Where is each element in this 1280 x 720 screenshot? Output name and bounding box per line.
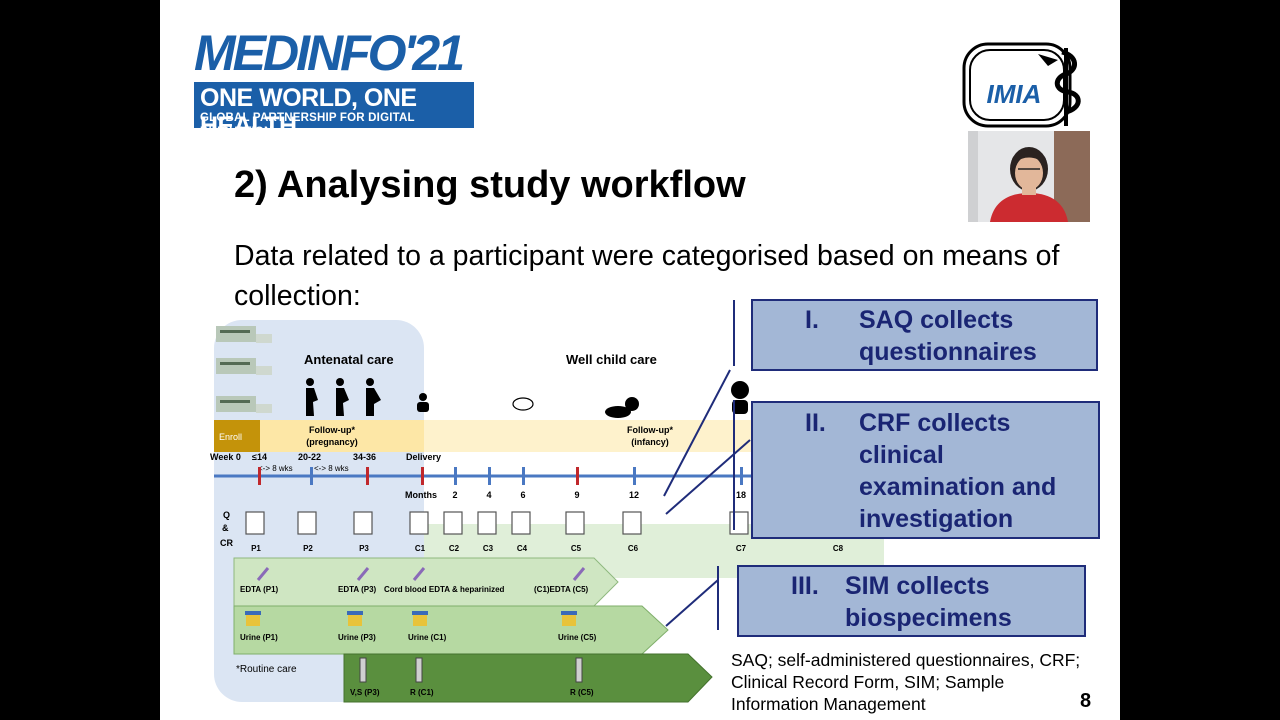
week-label: ≤14 xyxy=(252,452,267,462)
callout-text: questionnaires xyxy=(859,338,1037,366)
urine-label: Urine (P1) xyxy=(240,633,278,642)
logo-subtagline: GLOBAL PARTNERSHIP FOR DIGITAL INNOVATIO… xyxy=(200,112,415,138)
enroll-band xyxy=(214,420,260,452)
callout-pointer-lines xyxy=(663,300,751,630)
month-label: 2 xyxy=(452,490,457,500)
visit-label: P2 xyxy=(303,544,313,553)
medinfo-logo-title: MEDINFO'21 xyxy=(194,25,465,81)
visit-label: P1 xyxy=(251,544,261,553)
blood-label: EDTA (P1) xyxy=(240,585,279,594)
blood-label: Cord blood EDTA & heparinized xyxy=(384,585,505,594)
month-label: 4 xyxy=(486,490,491,500)
callout-sim: III. SIM collects biospecimens xyxy=(737,565,1086,637)
logo-tagline: ONE WORLD, ONE HEALTH xyxy=(200,84,417,140)
blood-labels: EDTA (P1) EDTA (P3) Cord blood EDTA & he… xyxy=(240,585,589,594)
urine-label: Urine (C1) xyxy=(408,633,447,642)
pregnant-woman-icon xyxy=(306,378,381,416)
visit-label: C6 xyxy=(628,544,639,553)
visit-label: C4 xyxy=(517,544,528,553)
week-label: 20-22 xyxy=(298,452,321,462)
month-label: 12 xyxy=(629,490,639,500)
svg-text:&: & xyxy=(222,523,229,533)
svg-text:CR: CR xyxy=(220,538,233,548)
week-labels: Week 0 ≤14 20-22 34-36 Delivery <-> 8 wk… xyxy=(210,452,441,473)
week-label: Week 0 xyxy=(210,452,241,462)
followup-infancy-label-2: (infancy) xyxy=(631,437,669,447)
followup-infancy-label-1: Follow-up* xyxy=(627,425,673,435)
medinfo-logo-band: ONE WORLD, ONE HEALTH GLOBAL PARTNERSHIP… xyxy=(194,82,474,140)
callout-number: III. xyxy=(791,572,819,600)
hospital-icon xyxy=(216,326,272,413)
baby-icon xyxy=(417,381,749,418)
routine-care-note: *Routine care xyxy=(236,664,297,675)
abbreviations-footnote: SAQ; self-administered questionnaires, C… xyxy=(731,650,1081,714)
visit-label: C8 xyxy=(833,544,844,553)
swab-label: V,S (P3) xyxy=(350,688,380,697)
callout-text: CRF collects xyxy=(859,409,1011,437)
month-label: 9 xyxy=(574,490,579,500)
urine-label: Urine (C5) xyxy=(558,633,597,642)
urine-cup-icon xyxy=(245,611,577,626)
week-label: 34-36 xyxy=(353,452,376,462)
callout-text: investigation xyxy=(859,505,1014,533)
callout-text: examination and xyxy=(859,473,1057,501)
blood-tube-icon xyxy=(256,567,586,581)
callout-text: biospecimens xyxy=(845,604,1012,632)
interval-label: <-> 8 wks xyxy=(258,464,293,473)
callout-crf: II. CRF collects clinical examination an… xyxy=(751,401,1100,539)
qcr-label: Q & CR xyxy=(220,510,233,548)
callout-text: SAQ collects xyxy=(859,306,1014,334)
visit-label: C7 xyxy=(736,544,747,553)
swab-labels: V,S (P3) R (C1) R (C5) xyxy=(350,688,594,697)
month-label: 18 xyxy=(736,490,746,500)
presenter-avatar xyxy=(968,131,1090,222)
visit-label: P3 xyxy=(359,544,369,553)
blood-label: EDTA (P3) xyxy=(338,585,377,594)
swab-label: R (C5) xyxy=(570,688,594,697)
slide-page-number: 8 xyxy=(1080,690,1092,712)
enroll-label: Enroll xyxy=(219,432,242,442)
week-label: Delivery xyxy=(406,452,441,462)
slide-title: 2) Analysing study workflow xyxy=(234,164,746,206)
swab-tube-icon xyxy=(359,657,583,683)
swab-label: R (C1) xyxy=(410,688,434,697)
visit-label: C3 xyxy=(483,544,494,553)
imia-logo: IMIA xyxy=(962,42,1081,128)
callout-text: clinical xyxy=(859,441,944,469)
urine-labels: Urine (P1) Urine (P3) Urine (C1) Urine (… xyxy=(240,633,597,642)
urine-sample-arrow xyxy=(233,605,669,655)
blood-label: (C1)EDTA (C5) xyxy=(534,585,589,594)
urine-label: Urine (P3) xyxy=(338,633,376,642)
visit-label: C2 xyxy=(449,544,460,553)
slide-body-text: Data related to a participant were categ… xyxy=(234,240,1060,312)
months-label: Months xyxy=(405,490,437,500)
visit-label: C1 xyxy=(415,544,426,553)
well-child-care-label: Well child care xyxy=(566,352,657,367)
antenatal-care-label: Antenatal care xyxy=(304,352,394,367)
blood-sample-arrow xyxy=(233,557,619,607)
visit-label: C5 xyxy=(571,544,582,553)
presentation-slide: MEDINFO'21 ONE WORLD, ONE HEALTH GLOBAL … xyxy=(160,0,1120,720)
month-label: 6 xyxy=(520,490,525,500)
swab-sample-arrow xyxy=(343,653,713,703)
interval-label: <-> 8 wks xyxy=(314,464,349,473)
callout-number: I. xyxy=(805,306,819,334)
svg-text:Q: Q xyxy=(223,510,230,520)
imia-logo-text: IMIA xyxy=(987,79,1042,109)
followup-pregnancy-label-1: Follow-up* xyxy=(309,425,355,435)
callout-text: SIM collects xyxy=(845,572,990,600)
callout-saq: I. SAQ collects questionnaires xyxy=(751,299,1098,371)
visit-labels: P1 P2 P3 C1 C2 C3 C4 C5 C6 C7 C8 xyxy=(251,544,844,553)
presenter-webcam[interactable] xyxy=(968,131,1090,222)
followup-pregnancy-label-2: (pregnancy) xyxy=(306,437,358,447)
callout-number: II. xyxy=(805,409,826,437)
followup-pregnancy-band xyxy=(260,420,424,452)
study-workflow-diagram: Antenatal care Well child care Enroll Fo… xyxy=(210,300,940,703)
